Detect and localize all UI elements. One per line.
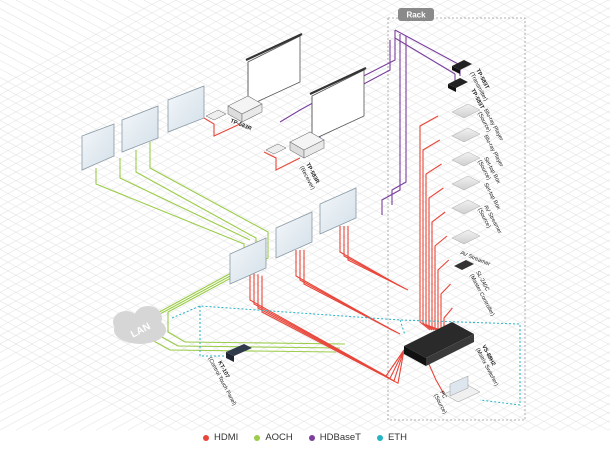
- rack-label: Rack: [406, 11, 426, 20]
- legend-item: AOCH: [254, 432, 293, 443]
- label-kt107: KT-107 (Control Touch Panel): [206, 356, 237, 407]
- legend-dot: [308, 434, 315, 441]
- rack-tag: Rack: [398, 8, 434, 21]
- receivers: [205, 109, 287, 155]
- hdmi-cable: [347, 226, 409, 291]
- wall-display-2: [275, 211, 313, 259]
- legend-label: AOCH: [265, 432, 293, 443]
- legend-dot: [376, 434, 383, 441]
- legend-dot: [203, 434, 210, 441]
- hdmi-cable: [257, 274, 405, 382]
- hdmi-cable: [428, 187, 444, 331]
- hdmi-cables: [203, 115, 455, 395]
- hdmi-cable: [249, 272, 405, 377]
- legend-item: HDBaseT: [308, 432, 361, 443]
- legend-label: HDMI: [214, 432, 239, 443]
- svg-text:PC: PC: [438, 390, 447, 400]
- legend-label: HDBaseT: [319, 432, 361, 443]
- display-screens: [81, 85, 205, 171]
- label-tp583r-b: TP-583R (Receiver): [298, 162, 320, 191]
- eth-cables: [171, 305, 521, 406]
- hdmi-cable: [303, 250, 401, 335]
- hdmi-cable: [203, 117, 241, 137]
- rack-devices: [404, 60, 481, 403]
- rack-boundary: [387, 17, 526, 421]
- label-sl240c: SL-240C (Master Controller): [468, 270, 495, 317]
- hdmi-cable: [343, 226, 405, 289]
- hdmi-cable: [261, 275, 405, 385]
- hdmi-cable: [422, 139, 441, 331]
- hdmi-cable: [425, 163, 442, 331]
- legend-dot: [254, 434, 261, 441]
- wall-display-3: [319, 187, 357, 235]
- legend-item: HDMI: [203, 432, 238, 443]
- display-3: [167, 85, 205, 133]
- hdmi-cable: [427, 361, 445, 395]
- wall-display-1: [229, 237, 267, 285]
- projection-screens: [245, 33, 367, 141]
- lan-cloud: LAN: [113, 306, 166, 344]
- hdmi-cable: [419, 115, 439, 331]
- wall-displays: [229, 187, 357, 285]
- hdmi-cable: [253, 273, 405, 380]
- floor-grid: [0, 0, 610, 431]
- kt107-device: [226, 344, 252, 362]
- display-2: [121, 105, 159, 153]
- legend-label: ETH: [387, 432, 407, 443]
- legend: HDMI AOCH HDBaseT ETH: [0, 432, 610, 443]
- hdmi-cable: [263, 151, 301, 171]
- legend-item: ETH: [376, 432, 407, 443]
- display-1: [81, 123, 115, 171]
- projectors: [227, 95, 325, 159]
